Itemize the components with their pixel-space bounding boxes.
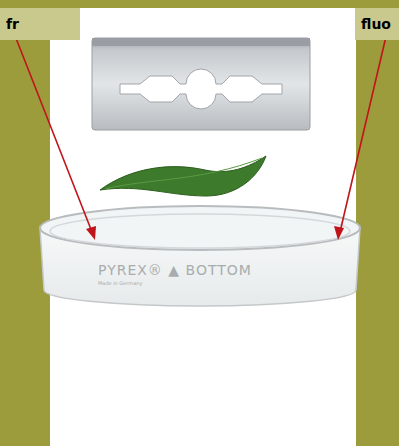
leader-arrows bbox=[12, 28, 388, 240]
label-box: fluo bbox=[355, 8, 399, 40]
label-text: fr bbox=[6, 16, 19, 32]
leaf-vein bbox=[105, 158, 262, 189]
razor-blade bbox=[92, 38, 310, 130]
label-box: fr bbox=[0, 8, 80, 40]
label-text: fluo bbox=[361, 16, 391, 32]
origin-marking: Made in Germany bbox=[98, 280, 142, 286]
leaf bbox=[100, 156, 266, 196]
brand-marking: PYREX® ▲ BOTTOM bbox=[98, 262, 252, 278]
